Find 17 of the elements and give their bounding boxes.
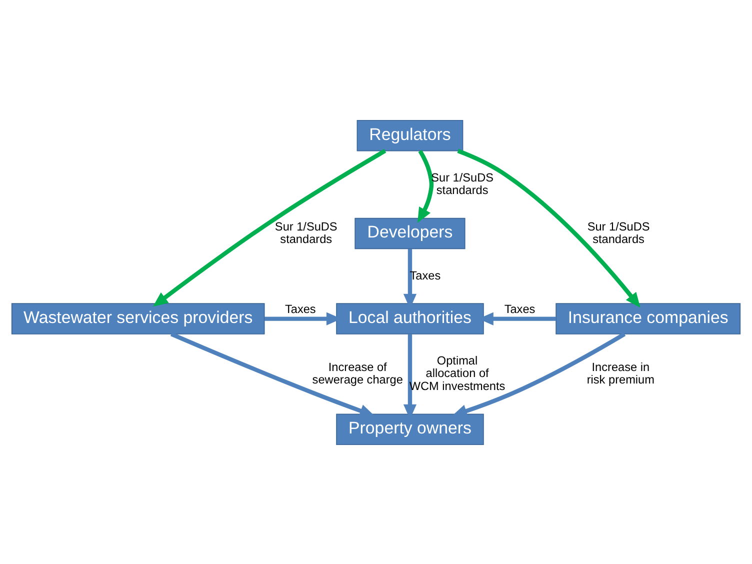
node-box: Regulators xyxy=(356,119,464,151)
arrow xyxy=(457,148,640,308)
arrow xyxy=(170,332,375,417)
arrow xyxy=(418,149,434,222)
edge-label: Taxes xyxy=(285,302,316,316)
arrow xyxy=(452,332,626,417)
arrow xyxy=(152,148,386,306)
node-box: Wastewater services providers xyxy=(11,302,265,334)
node-box: Property owners xyxy=(336,413,484,445)
node-box: Developers xyxy=(354,217,466,249)
edge-label: Sur 1/SuDS standards xyxy=(587,218,650,246)
edge-label: Increase of sewerage charge xyxy=(312,359,403,386)
edge-label: Taxes xyxy=(504,302,536,316)
edge-label: Sur 1/SuDS standards xyxy=(274,218,338,246)
node-box: Local authorities xyxy=(336,302,484,334)
node-box: Insurance companies xyxy=(556,302,741,334)
edge-label: Increase in risk premium xyxy=(586,359,654,386)
